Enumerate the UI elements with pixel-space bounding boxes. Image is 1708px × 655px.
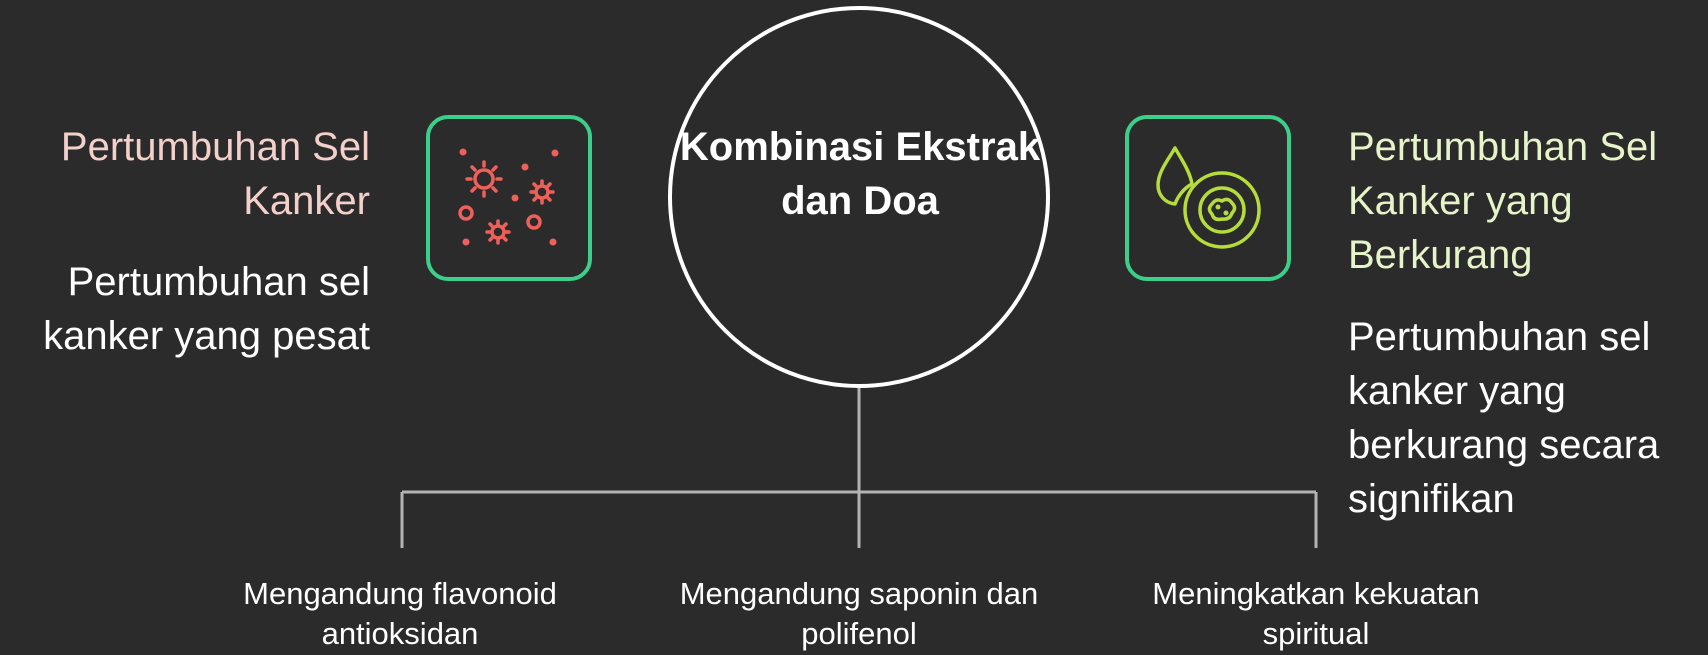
- factor-flavonoid: Mengandung flavonoid antioksidan: [243, 576, 557, 651]
- center-circle: [668, 6, 1050, 388]
- center-label: Kombinasi Ekstrak dan Doa: [679, 125, 1041, 223]
- cancer-cells-icon: [426, 115, 592, 281]
- left-description: Pertumbuhan sel kanker yang pesat: [43, 260, 370, 358]
- left-title: Pertumbuhan Sel Kanker: [60, 125, 370, 223]
- factor-saponin: Mengandung saponin dan polifenol: [679, 576, 1039, 651]
- connector-lines: [400, 388, 1318, 548]
- right-title: Pertumbuhan Sel Kanker yang Berkurang: [1348, 125, 1658, 277]
- right-description: Pertumbuhan sel kanker yang berkurang se…: [1348, 315, 1660, 521]
- factor-spiritual: Meningkatkan kekuatan spiritual: [1152, 576, 1480, 651]
- drop-and-cell-icon: [1125, 115, 1291, 281]
